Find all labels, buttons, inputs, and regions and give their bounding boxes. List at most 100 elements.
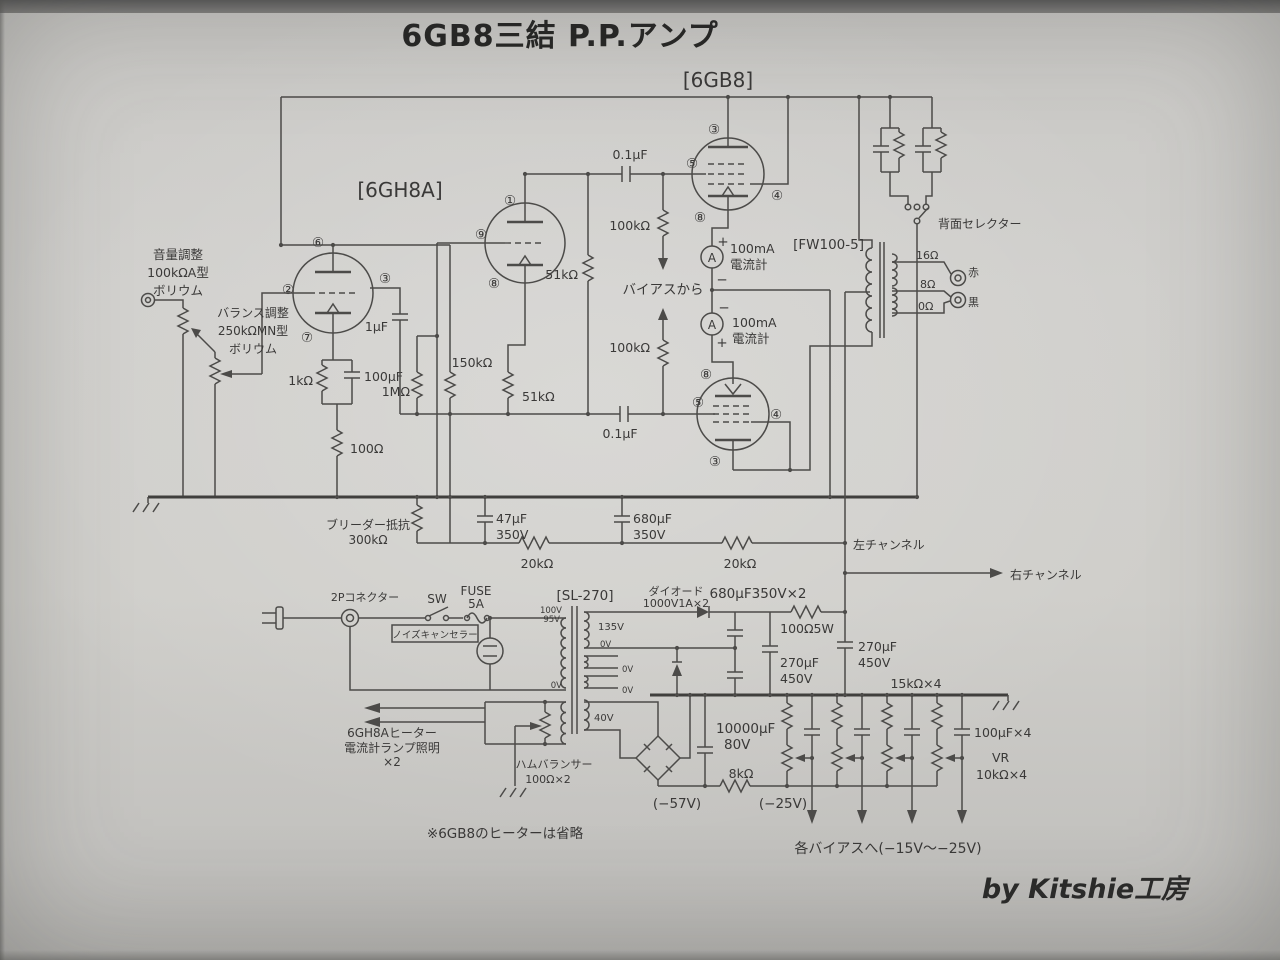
v1-pin7: ⑦	[301, 330, 313, 346]
r-1m: 1MΩ	[382, 384, 411, 399]
bias-supply: 10000μF 80V 8kΩ (−57V) (−25V)	[584, 676, 1031, 857]
bias-branch-4	[931, 695, 971, 824]
c270b-label-2: 450V	[858, 655, 891, 670]
ut-pin5: ⑤	[686, 156, 698, 172]
lt-pin8: ⑧	[700, 367, 712, 383]
tap-0v-pri: 0V	[551, 681, 562, 691]
bleeder-label-1: ブリーダー抵抗	[326, 517, 410, 532]
tube-output-lower: ⑧ ⑤ ④ ③	[692, 332, 873, 471]
r20b-label: 20kΩ	[724, 556, 757, 571]
balance-label-3: ボリウム	[229, 342, 277, 356]
v25-label: (−25V)	[759, 796, 807, 812]
r-150k: 150kΩ	[452, 355, 493, 370]
c47-label-2: 350V	[496, 527, 529, 542]
input-section: 音量調整 100kΩA型 ボリウム バランス調整 250kΩMN型 ボリウム	[140, 247, 309, 497]
ground-rail	[132, 495, 917, 513]
sw-label: SW	[427, 592, 447, 606]
jack-red-label: 赤	[968, 266, 979, 279]
volume-label-1: 音量調整	[153, 247, 204, 262]
volume-label-3: ボリウム	[153, 283, 203, 298]
selector-label: 背面セレクター	[938, 217, 1022, 231]
meter1-plus: +	[717, 234, 728, 250]
junction-dots	[278, 94, 965, 789]
bias-dest-label: 各バイアスへ(−15V〜−25V)	[794, 841, 981, 857]
heater-label-2: 電流計ランプ照明	[344, 740, 440, 755]
c680-label-2: 350V	[633, 527, 666, 542]
diode-label-2: 1000V1A×2	[643, 597, 709, 610]
output-transformer: [FW100-5] 16Ω 8Ω 0Ω 赤 黒	[793, 237, 979, 338]
credit-signature: by Kitshie工房	[982, 874, 1191, 905]
label-6gb8: [6GB8]	[683, 68, 753, 92]
r20a-label: 20kΩ	[521, 556, 554, 571]
tap-95v: 95V	[543, 615, 560, 625]
c-01uf-bot: 0.1μF	[602, 426, 637, 441]
right-channel-label: 右チャンネル	[1010, 567, 1082, 582]
r-100k-bot: 100kΩ	[609, 340, 650, 355]
v1-coupling-network: 1μF 1MΩ 150kΩ	[365, 287, 493, 414]
hum-balancer-label-1: ハムバランサー	[516, 758, 593, 771]
hum-balancer-label-2: 100Ω×2	[525, 773, 571, 786]
heater-label-3: ×2	[383, 755, 401, 769]
bias-from: バイアスから	[623, 282, 704, 298]
tube-v2: ① ⑨ ⑧ 51kΩ	[436, 174, 566, 497]
r-51k-lower: 51kΩ	[522, 389, 555, 404]
c100x4-label: 100μF×4	[974, 725, 1031, 740]
photo-top-edge	[0, 0, 1280, 13]
c270b-label-1: 270μF	[858, 639, 897, 654]
ut-pin4: ④	[771, 188, 783, 204]
tap-0v-h2: 0V	[622, 686, 633, 696]
left-channel-label: 左チャンネル	[853, 537, 925, 552]
noise-canceller-label: ノイズキャンセラー	[392, 629, 477, 641]
photo-left-edge	[0, 0, 5, 960]
fuse-label-2: 5A	[468, 597, 485, 611]
c10000-label-1: 10000μF	[716, 721, 775, 737]
meter2-plus: +	[716, 335, 727, 351]
v57-label: (−57V)	[653, 796, 701, 812]
meter2-name: 電流計	[732, 331, 770, 346]
meter1-symbol: A	[708, 251, 717, 265]
r-100ohm: 100Ω	[350, 441, 384, 456]
r8k-label: 8kΩ	[729, 766, 754, 781]
v1-pin2: ②	[282, 282, 294, 298]
fuse-label-1: FUSE	[461, 584, 492, 598]
bplus-bus: ブリーダー抵抗 300kΩ 47μF 350V 20kΩ 680μF 350V …	[326, 497, 1082, 582]
heater-note: ※6GB8のヒーターは省略	[427, 826, 584, 842]
tube-output-upper: ③ ⑤ ④ ⑧	[686, 122, 783, 246]
meter1-name: 電流計	[730, 257, 768, 272]
r-100k-top: 100kΩ	[609, 218, 650, 233]
tap-0ohm: 0Ω	[918, 300, 933, 313]
label-6gh8a: [6GH8A]	[357, 178, 442, 202]
heater-label-1: 6GH8Aヒーター	[347, 726, 437, 740]
wires-top	[280, 96, 932, 543]
meter1-value: 100mA	[730, 241, 775, 256]
c47-label-1: 47μF	[496, 511, 527, 526]
zobel-selector: 背面セレクター	[872, 97, 1022, 497]
balance-label-1: バランス調整	[217, 305, 289, 320]
meter2-minus: −	[718, 300, 729, 316]
r-51k-upper: 51kΩ	[545, 267, 578, 282]
lt-pin3: ③	[709, 454, 721, 470]
ut-pin3: ③	[708, 122, 720, 138]
meter1-minus: −	[716, 272, 727, 288]
r15k-label: 15kΩ×4	[890, 676, 941, 691]
lt-pin4: ④	[770, 407, 782, 423]
v1-pin3: ③	[379, 271, 391, 287]
transformer-label: [SL-270]	[556, 588, 613, 604]
c680-label-1: 680μF	[633, 511, 672, 526]
v2-pin1: ①	[504, 193, 516, 209]
meter2-symbol: A	[708, 318, 717, 332]
opt-label: [FW100-5]	[793, 237, 864, 253]
vr-label: VR	[992, 750, 1010, 765]
tap-16ohm: 16Ω	[916, 249, 938, 262]
r100-5w-label: 100Ω5W	[780, 621, 834, 636]
connector-label: 2Pコネクター	[331, 591, 399, 604]
c-100uf: 100μF	[364, 369, 403, 384]
v2-pin8: ⑧	[488, 276, 500, 292]
photo-bottom-edge	[0, 950, 1280, 960]
c-1uf: 1μF	[365, 319, 388, 334]
power-transformer: [SL-270] 100V 95V 0V 135V 0V 0V 0V 40V	[540, 588, 633, 745]
heater-circuit: 6GH8Aヒーター 電流計ランプ照明 ×2 ハムバランサー 100Ω×2	[344, 701, 593, 798]
psu-ac: 2Pコネクター SW FUSE 5A ノイズキャンセラー	[262, 584, 566, 691]
ut-pin8: ⑧	[694, 210, 706, 226]
